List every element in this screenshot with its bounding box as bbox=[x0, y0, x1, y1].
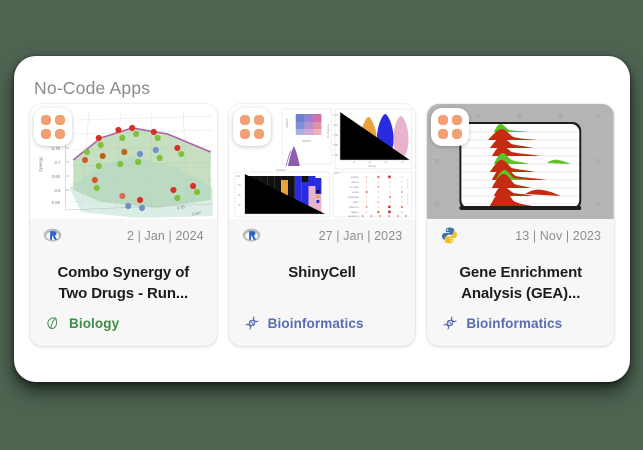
grid-four-squares-icon bbox=[431, 108, 470, 146]
r-language-icon bbox=[43, 226, 62, 245]
python-language-icon bbox=[440, 226, 459, 245]
leaf-icon bbox=[44, 315, 61, 332]
svg-text:DNAJC15: DNAJC15 bbox=[349, 206, 359, 209]
svg-text:UMAP1: UMAP1 bbox=[276, 168, 286, 172]
svg-text:GAPDH: GAPDH bbox=[351, 181, 359, 184]
svg-text:7.50: 7.50 bbox=[333, 133, 339, 137]
svg-text:0.65: 0.65 bbox=[52, 174, 61, 179]
svg-text:100: 100 bbox=[236, 175, 241, 178]
svg-text:75: 75 bbox=[238, 184, 241, 187]
svg-text:MTRNR: MTRNR bbox=[351, 177, 359, 179]
svg-text:ANXEXP1: ANXEXP1 bbox=[348, 215, 359, 218]
svg-text:RAMC5: RAMC5 bbox=[351, 211, 359, 214]
card-meta-row: 13 | Nov | 2023 bbox=[427, 219, 614, 249]
svg-text:Synergy: Synergy bbox=[38, 156, 43, 172]
page-title: No-Code Apps bbox=[34, 78, 151, 98]
card-tag-bioinformatics[interactable]: Bioinformatics bbox=[427, 305, 614, 346]
card-meta-row: 2 | Jan | 2024 bbox=[30, 219, 217, 249]
card-tag-biology[interactable]: Biology bbox=[30, 305, 217, 346]
svg-text:c1: c1 bbox=[352, 160, 355, 164]
svg-text:library: library bbox=[368, 164, 376, 168]
svg-text:0.35: 0.35 bbox=[176, 204, 186, 211]
card-title: ShinyCell bbox=[288, 264, 356, 281]
svg-text:SLC25A3: SLC25A3 bbox=[349, 186, 359, 189]
svg-text:CRIP1: CRIP1 bbox=[352, 202, 359, 204]
card-date: 2 | Jan | 2024 bbox=[126, 228, 204, 243]
svg-text:Conc: Conc bbox=[191, 210, 202, 217]
card-meta-row: 27 | Jan | 2023 bbox=[229, 219, 416, 249]
svg-text:0.7: 0.7 bbox=[55, 160, 62, 165]
no-code-apps-panel: No-Code Apps bbox=[14, 56, 630, 382]
card-date: 13 | Nov | 2023 bbox=[515, 228, 602, 243]
svg-text:50: 50 bbox=[238, 194, 241, 197]
svg-text:c3: c3 bbox=[384, 160, 387, 164]
svg-text:c4: c4 bbox=[401, 160, 404, 164]
svg-text:RBX2RAS: RBX2RAS bbox=[348, 196, 359, 199]
svg-text:5.00: 5.00 bbox=[333, 143, 339, 147]
svg-text:0.6: 0.6 bbox=[55, 188, 62, 193]
svg-text:tSNE: tSNE bbox=[334, 172, 340, 175]
svg-text:c2: c2 bbox=[368, 160, 371, 164]
svg-text:0.75: 0.75 bbox=[52, 146, 61, 151]
app-thumbnail-ridgeline-plot bbox=[427, 104, 615, 219]
svg-text:UMAP1: UMAP1 bbox=[301, 139, 311, 143]
dna-helix-icon bbox=[243, 315, 260, 332]
r-language-icon bbox=[242, 226, 261, 245]
card-tag-label: Biology bbox=[69, 316, 120, 331]
svg-text:EVI2B: EVI2B bbox=[352, 192, 359, 194]
no-code-apps-panel-wrapper: No-Code Apps bbox=[14, 56, 630, 382]
grid-four-squares-icon bbox=[232, 108, 271, 146]
app-thumbnail-shinycell-dashboard: UMAP2 UMAP1 bbox=[228, 104, 416, 219]
svg-text:UMAP2: UMAP2 bbox=[285, 118, 289, 128]
app-card-combo-synergy[interactable]: 0.80.75 0.70.65 0.60.55 Synergy 0.35 Con… bbox=[30, 104, 217, 346]
svg-text:2.50: 2.50 bbox=[333, 153, 339, 157]
svg-text:10.0: 10.0 bbox=[333, 123, 339, 127]
svg-text:0.55: 0.55 bbox=[52, 200, 61, 205]
app-thumbnail-3d-surface: 0.80.75 0.70.65 0.60.55 Synergy 0.35 Con… bbox=[30, 104, 217, 219]
card-tag-label: Bioinformatics bbox=[267, 316, 364, 331]
grid-four-squares-icon bbox=[34, 108, 72, 146]
svg-text:12.5: 12.5 bbox=[333, 113, 339, 117]
app-card-list: 0.80.75 0.70.65 0.60.55 Synergy 0.35 Con… bbox=[30, 104, 615, 346]
card-date: 27 | Jan | 2023 bbox=[318, 228, 403, 243]
card-title: Combo Synergy of Two Drugs - Run... bbox=[57, 264, 190, 302]
app-card-shinycell[interactable]: UMAP2 UMAP1 bbox=[228, 104, 416, 346]
dna-helix-icon bbox=[441, 315, 458, 332]
svg-text:% of genes: % of genes bbox=[326, 123, 330, 138]
app-card-gene-enrichment[interactable]: 13 | Nov | 2023 Gene Enrichment Analysis… bbox=[427, 104, 615, 346]
svg-text:25: 25 bbox=[238, 204, 241, 207]
card-tag-bioinformatics[interactable]: Bioinformatics bbox=[229, 305, 416, 346]
card-title: Gene Enrichment Analysis (GEA)... bbox=[459, 264, 583, 302]
card-tag-label: Bioinformatics bbox=[466, 316, 563, 331]
